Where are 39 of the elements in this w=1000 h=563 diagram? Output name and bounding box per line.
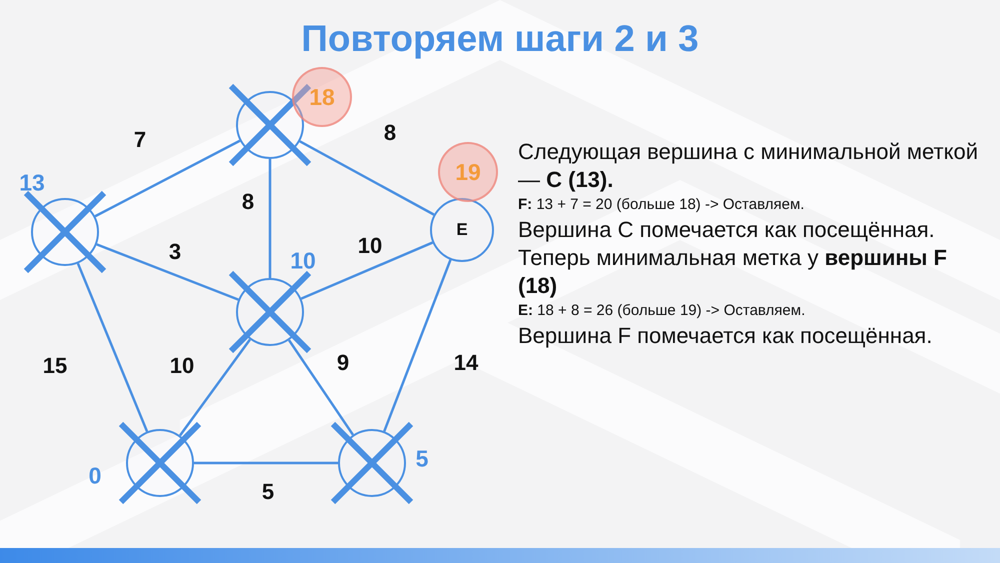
- distance-label: 19: [438, 142, 498, 202]
- graph-edge: [288, 339, 354, 436]
- vertex-letter: E: [456, 220, 468, 240]
- graph-edge: [94, 140, 240, 218]
- description-text: F: 13 + 7 = 20 (больше 18) -> Оставляем.: [518, 195, 806, 215]
- graph-edge: [96, 243, 239, 301]
- edge-weight: 14: [454, 352, 478, 374]
- edge-weight: 7: [134, 129, 146, 151]
- graph-edge: [383, 259, 452, 432]
- edge-weight: 10: [170, 355, 194, 377]
- edge-weight: 15: [42, 355, 68, 377]
- graph-edge: [194, 462, 338, 464]
- graph-vertex: [126, 429, 194, 497]
- distance-label: 18: [292, 67, 352, 127]
- graph-edge: [268, 159, 272, 278]
- distance-label: 10: [290, 250, 316, 272]
- edge-weight: 3: [168, 241, 182, 263]
- graph-edge: [76, 262, 148, 432]
- description-text: Следующая вершина с минимальной меткой — C (13).: [518, 138, 980, 194]
- graph-vertex: [338, 429, 406, 497]
- graph-edge: [299, 140, 435, 216]
- edge-weight: 10: [358, 235, 382, 257]
- graph-vertex: [236, 91, 304, 159]
- edge-weight: 8: [384, 122, 396, 144]
- description-text: E: 18 + 8 = 26 (больше 19) -> Оставляем.: [518, 301, 806, 321]
- description-text: Вершина C помечается как посещённая.: [518, 216, 936, 244]
- description-text: Вершина F помечается как посещённая.: [518, 322, 934, 350]
- slide-title: Повторяем шаги 2 и 3: [300, 18, 700, 60]
- graph-edge: [179, 338, 251, 436]
- graph-edge: [300, 241, 434, 300]
- graph-vertex: [236, 278, 304, 346]
- graph-vertex: [31, 198, 99, 266]
- distance-label: 5: [416, 448, 428, 470]
- edge-weight: 8: [242, 191, 254, 213]
- distance-label: 13: [19, 172, 45, 194]
- distance-label: 0: [88, 464, 102, 488]
- edge-weight: 5: [262, 481, 274, 503]
- description-text: Теперь минимальная метка у вершины F (18): [518, 244, 948, 300]
- edge-weight: 9: [336, 352, 350, 374]
